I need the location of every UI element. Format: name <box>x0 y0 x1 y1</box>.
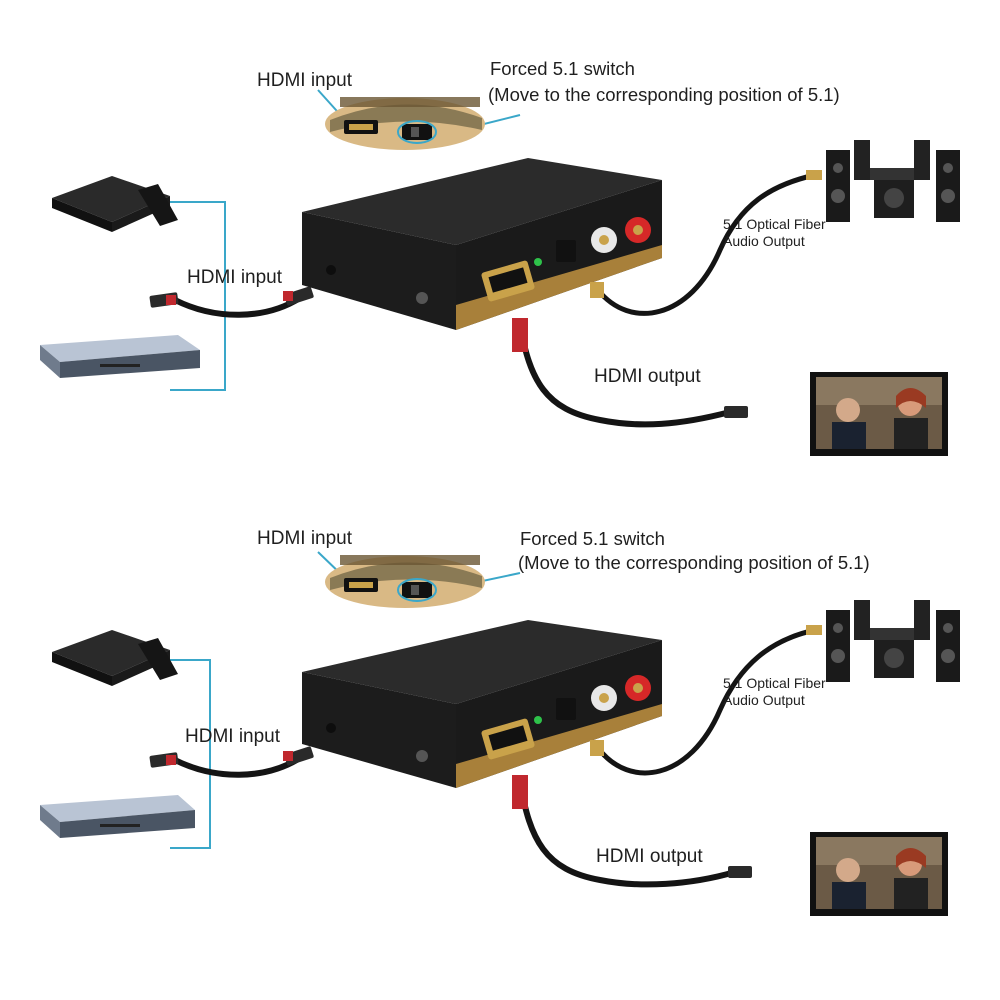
hdmi-input-left-label: HDMI input <box>185 726 281 747</box>
blu-ray-player-icon <box>40 335 200 378</box>
optical-output-label-line2: Audio Output <box>723 692 805 708</box>
tv-screen-icon <box>810 832 948 916</box>
hdmi-cable-icon <box>149 746 314 778</box>
media-box-icon <box>52 630 178 686</box>
hdmi-output-cable <box>512 318 748 428</box>
media-box-icon <box>52 176 178 232</box>
speaker-system-icon <box>826 600 960 682</box>
tv-screen-icon <box>810 372 948 456</box>
forced-switch-title: Forced 5.1 switch <box>490 58 635 79</box>
blu-ray-player-icon <box>40 795 195 838</box>
hdmi-cable-icon <box>149 286 314 318</box>
optical-cable-icon <box>590 625 822 776</box>
leader-bracket-sources <box>170 659 211 849</box>
connection-diagram-graphics <box>40 89 960 456</box>
hdmi-audio-extractor-icon <box>302 620 662 788</box>
hdmi-output-label: HDMI output <box>596 846 703 867</box>
speaker-system-icon <box>826 140 960 222</box>
connection-diagram-graphics <box>40 551 960 916</box>
forced-switch-note: (Move to the corresponding position of 5… <box>518 552 870 573</box>
optical-output-label-line2: Audio Output <box>723 233 805 249</box>
hdmi-audio-extractor-icon <box>302 158 662 330</box>
leader-bracket-sources <box>170 201 226 391</box>
hdmi-input-top-label: HDMI input <box>257 528 353 549</box>
optical-cable-icon <box>590 170 822 316</box>
hdmi-input-left-label: HDMI input <box>187 267 283 288</box>
switch-zoom-bubble <box>325 97 485 150</box>
switch-zoom-bubble <box>325 555 485 608</box>
optical-output-label-line1: 5.1 Optical Fiber <box>723 675 826 691</box>
hdmi-output-cable <box>512 775 752 888</box>
diagram-panel-bottom: HDMI input Forced 5.1 switch (Move to th… <box>0 470 1000 940</box>
forced-switch-title: Forced 5.1 switch <box>520 528 665 549</box>
diagram-panel-top: HDMI input Forced 5.1 switch (Move to th… <box>0 0 1000 470</box>
optical-output-label-line1: 5.1 Optical Fiber <box>723 216 826 232</box>
hdmi-output-label: HDMI output <box>594 366 701 387</box>
forced-switch-note: (Move to the corresponding position of 5… <box>488 84 840 105</box>
hdmi-input-top-label: HDMI input <box>257 70 353 91</box>
